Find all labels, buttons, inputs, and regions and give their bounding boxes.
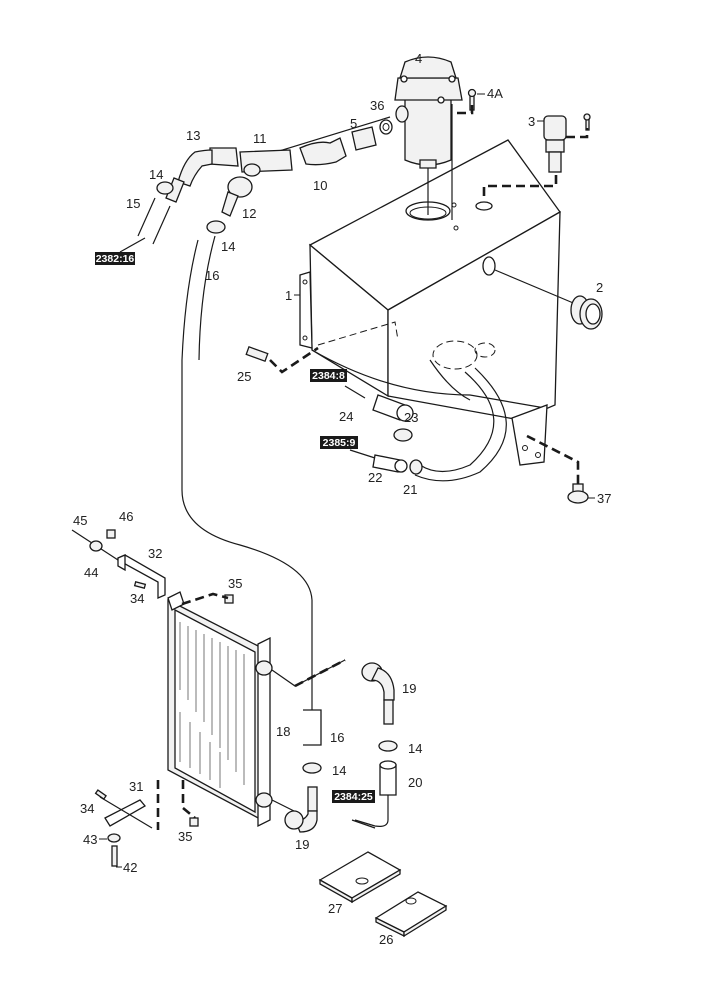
callout: 32	[148, 546, 162, 561]
callout: 45	[73, 513, 87, 528]
fitting-chain-top	[165, 116, 393, 217]
temperature-sensor	[245, 345, 319, 374]
reference-tag-label: 2384:8	[312, 370, 345, 382]
callout: 34	[130, 591, 144, 606]
callout: 16	[205, 268, 219, 283]
callout: 19	[402, 681, 416, 696]
callout: 20	[408, 775, 422, 790]
callout: 13	[186, 128, 200, 143]
callout-labels: 1 2 3 4 4A 5 10 11 12 13 14 14 14 14 15 …	[73, 51, 611, 947]
reference-tag-2384-25[interactable]: 2384:25	[332, 790, 375, 803]
ref-arrow	[349, 449, 376, 459]
cooler-fins	[179, 622, 245, 788]
callout: 43	[83, 832, 97, 847]
spacer-plate-26	[374, 891, 448, 938]
breather-cap	[482, 113, 591, 200]
callout: 10	[313, 178, 327, 193]
callout: 4A	[487, 86, 503, 101]
callout: 24	[339, 409, 353, 424]
spacer-plate-27	[318, 851, 402, 904]
callout: 12	[242, 206, 256, 221]
callout: 5	[350, 116, 357, 131]
callout: 4	[415, 51, 422, 66]
reference-tag-2385-9[interactable]: 2385:9	[320, 436, 358, 449]
callout: 22	[368, 470, 382, 485]
reference-tag-label: 2384:25	[334, 791, 373, 803]
upper-bracket	[71, 529, 234, 606]
ref-arrow	[351, 819, 376, 829]
filler-plug	[494, 269, 603, 330]
callout: 2	[596, 280, 603, 295]
callout: 42	[123, 860, 137, 875]
callout: 15	[126, 196, 140, 211]
callout: 21	[403, 482, 417, 497]
oil-cooler	[167, 591, 346, 828]
hydraulic-tank	[299, 139, 561, 482]
callout: 31	[129, 779, 143, 794]
callout: 23	[404, 410, 418, 425]
ref-arrow	[119, 237, 146, 253]
callout: 44	[84, 565, 98, 580]
suction-hoses	[372, 394, 423, 475]
reference-tag-2382-16[interactable]: 2382:16	[95, 252, 135, 265]
callout: 26	[379, 932, 393, 947]
callout: 14	[332, 763, 346, 778]
elbow-fitting-19-upper	[354, 662, 398, 827]
callout: 16	[330, 730, 344, 745]
filter-screw-4a	[457, 88, 477, 115]
callout: 14	[408, 741, 422, 756]
callout: 37	[597, 491, 611, 506]
hose-clamp	[206, 220, 226, 234]
reference-tag-2384-8[interactable]: 2384:8	[310, 369, 347, 382]
hose-16	[181, 239, 313, 720]
callout: 14	[221, 239, 235, 254]
ref-arrow	[344, 385, 366, 399]
callout: 25	[237, 369, 251, 384]
reference-tag-label: 2385:9	[323, 437, 356, 449]
elbow-fitting-19-lower	[284, 709, 322, 833]
drain-plug	[526, 434, 589, 504]
hose-clamp	[156, 181, 174, 195]
return-filter	[394, 56, 463, 220]
callout: 18	[276, 724, 290, 739]
lower-bracket	[94, 780, 199, 867]
callout: 36	[370, 98, 384, 113]
callout: 11	[253, 131, 267, 146]
callout: 35	[228, 576, 242, 591]
callout: 14	[149, 167, 163, 182]
callout: 35	[178, 829, 192, 844]
callout: 19	[295, 837, 309, 852]
callout: 34	[80, 801, 94, 816]
hose-15	[137, 197, 171, 245]
callout: 27	[328, 901, 342, 916]
callout: 3	[528, 114, 535, 129]
callout: 46	[119, 509, 133, 524]
reference-tag-label: 2382:16	[96, 253, 135, 265]
callout: 1	[285, 288, 292, 303]
